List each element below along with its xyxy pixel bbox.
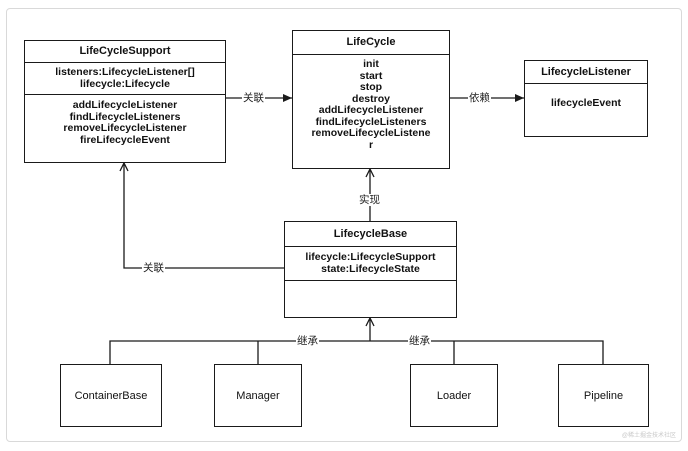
class-loader: Loader — [410, 364, 498, 427]
class-title: LifecycleBase — [285, 222, 456, 247]
class-methods: lifecycleEvent — [525, 84, 647, 110]
class-methods: init start stop destroy addLifecycleList… — [293, 55, 449, 151]
class-manager: Manager — [214, 364, 302, 427]
class-lifecycle-base: LifecycleBase lifecycle:LifecycleSupport… — [284, 221, 457, 318]
method: init — [363, 58, 379, 70]
class-title: LifecycleListener — [525, 61, 647, 84]
method: addLifecycleListener — [318, 104, 424, 116]
class-lifecycle: LifeCycle init start stop destroy addLif… — [292, 30, 450, 169]
class-attributes: lifecycle:LifecycleSupport state:Lifecyc… — [285, 247, 456, 281]
class-title: Pipeline — [583, 389, 624, 402]
method: r — [368, 138, 374, 151]
edge-label-inherit-left: 继承 — [296, 335, 319, 347]
method: destroy — [352, 92, 390, 105]
method: lifecycleEvent — [550, 97, 622, 109]
attribute: lifecycle:LifecycleSupport — [305, 251, 436, 263]
method: removeLifecycleListene — [311, 127, 431, 139]
class-pipeline: Pipeline — [558, 364, 649, 427]
class-title: ContainerBase — [74, 389, 148, 402]
edge-label-base-to-support: 关联 — [142, 262, 165, 274]
method: start — [359, 69, 383, 82]
attribute: lifecycle:Lifecycle — [80, 77, 170, 90]
method: fireLifecycleEvent — [80, 133, 170, 146]
edge-label-base-implements-lifecycle: 实现 — [358, 194, 381, 206]
class-lifecycle-listener: LifecycleListener lifecycleEvent — [524, 60, 648, 137]
method: findLifecycleListeners — [315, 115, 427, 128]
class-title: LifeCycleSupport — [25, 41, 225, 63]
edge-label-inherit-right: 继承 — [408, 335, 431, 347]
class-title: Manager — [236, 389, 280, 402]
attribute: state:LifecycleState — [321, 262, 420, 275]
class-container-base: ContainerBase — [60, 364, 162, 427]
method: stop — [359, 81, 383, 93]
class-methods: addLifecycleListener findLifecycleListen… — [25, 95, 225, 146]
watermark: @稀土掘金技术社区 — [621, 433, 676, 439]
edge-label-lifecycle-to-listener: 依赖 — [468, 92, 491, 104]
edge-base-to-support — [124, 163, 284, 269]
class-attributes: listeners:LifecycleListener[] lifecycle:… — [25, 63, 225, 95]
class-title: LifeCycle — [293, 31, 449, 55]
method: removeLifecycleListener — [63, 122, 187, 134]
method: findLifecycleListeners — [69, 110, 181, 123]
inherit-bus — [109, 340, 604, 364]
class-lifecycle-support: LifeCycleSupport listeners:LifecycleList… — [24, 40, 226, 163]
attribute: listeners:LifecycleListener[] — [55, 66, 195, 78]
method: addLifecycleListener — [72, 99, 178, 111]
edge-label-support-to-lifecycle: 关联 — [242, 92, 265, 104]
class-title: Loader — [436, 389, 472, 402]
